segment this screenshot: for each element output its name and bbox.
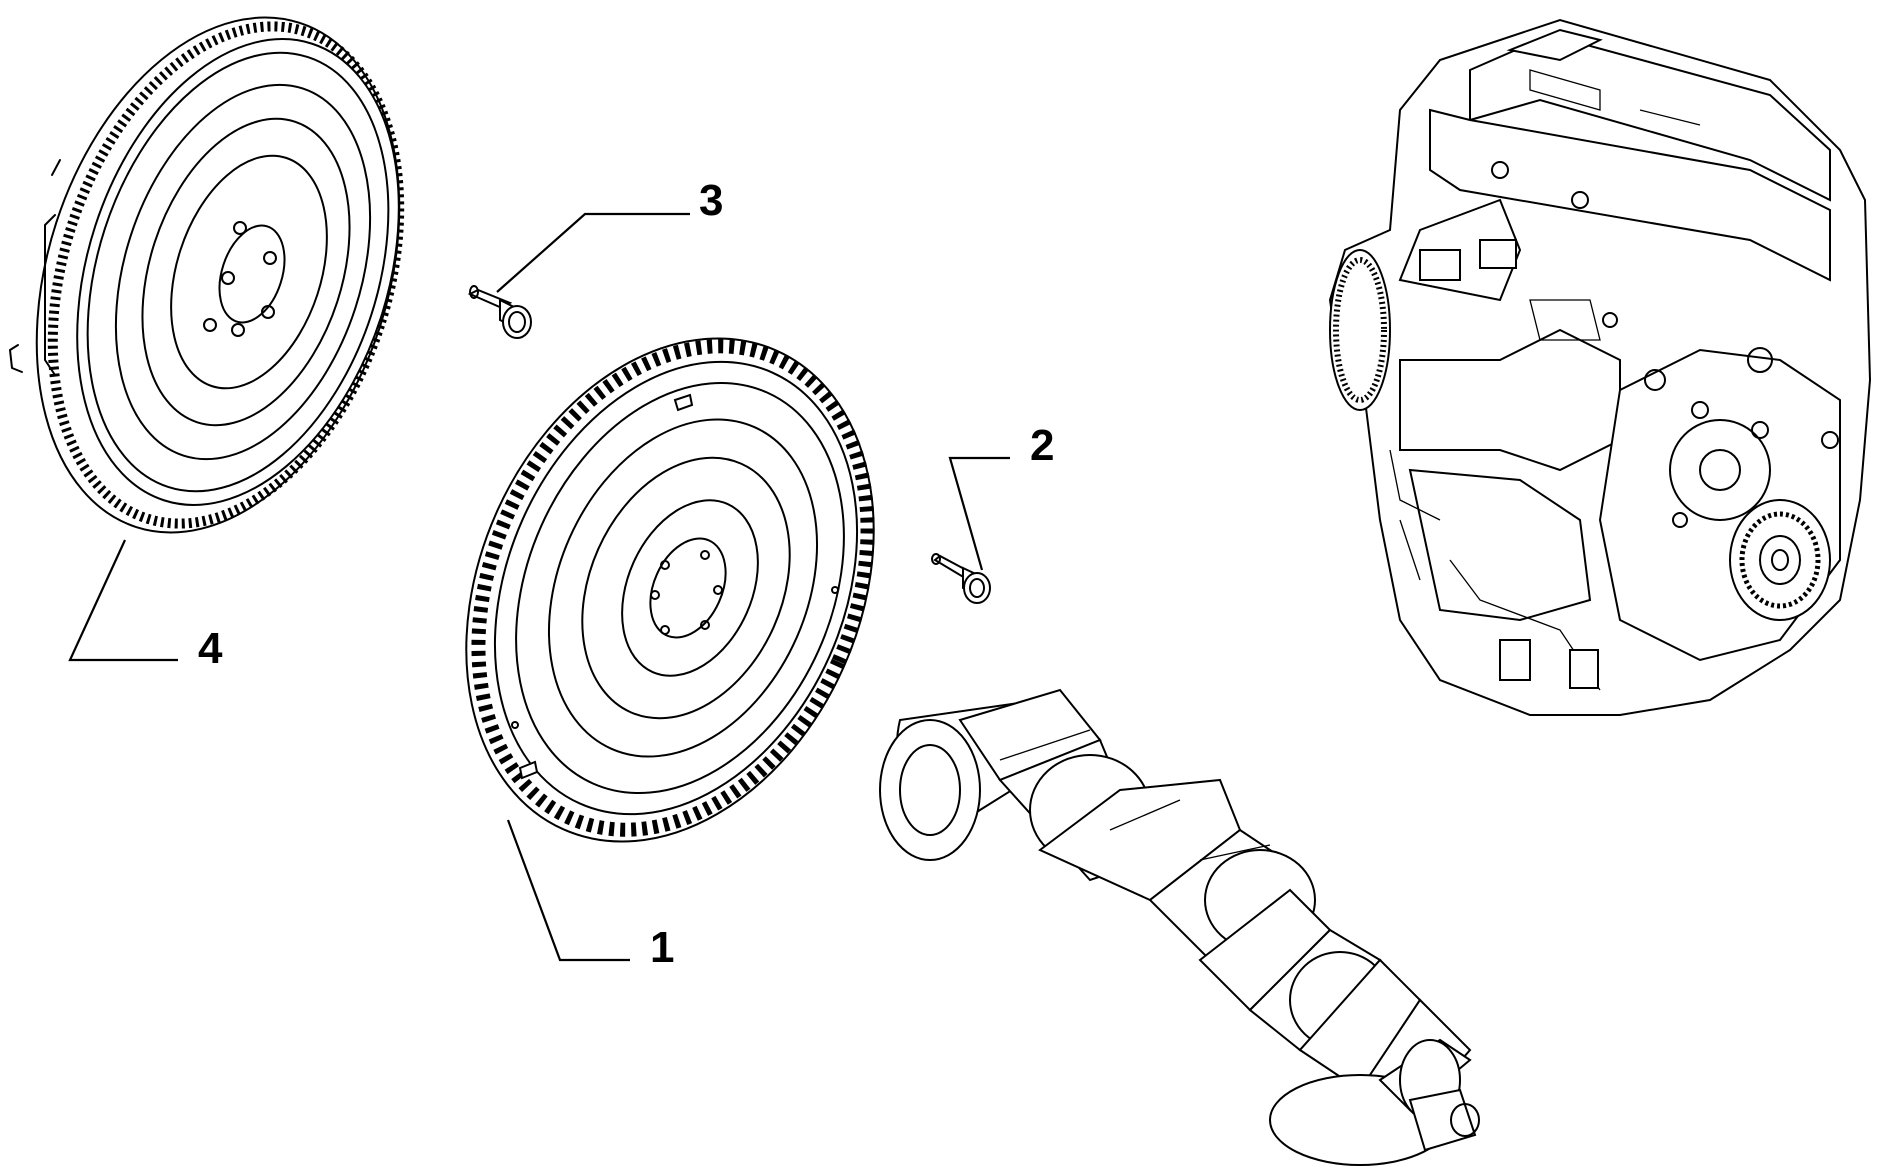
part-4-dual-mass-flywheel[interactable] — [0, 0, 462, 580]
part-2-bolt[interactable] — [931, 553, 991, 604]
part-3-bolt[interactable] — [467, 285, 532, 339]
callout-label-1: 1 — [650, 923, 674, 972]
engine-assembly — [1328, 18, 1872, 716]
callout-4: 4 — [68, 539, 223, 673]
callout-1: 1 — [506, 819, 674, 972]
callout-2: 2 — [948, 421, 1054, 571]
callout-3: 3 — [496, 176, 723, 293]
part-1-flywheel[interactable] — [390, 273, 950, 906]
callout-label-4: 4 — [198, 624, 223, 673]
callout-label-3: 3 — [699, 176, 723, 225]
callout-label-2: 2 — [1030, 421, 1054, 470]
crankshaft — [879, 688, 1480, 1166]
